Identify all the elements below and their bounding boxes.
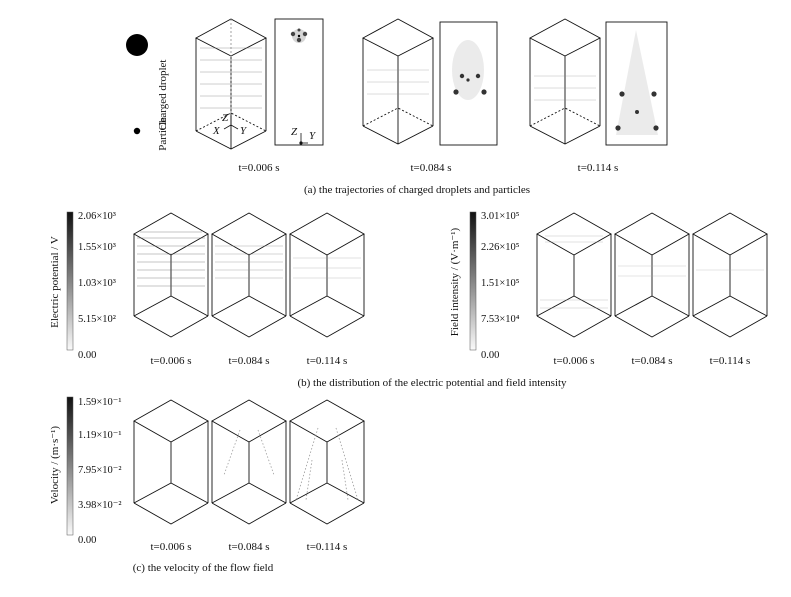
axis-triad-a1 <box>223 116 239 130</box>
potential-tick: 1.03×10³ <box>78 278 116 289</box>
caption-c: (c) the velocity of the flow field <box>133 562 274 574</box>
axis-x-label: X <box>212 125 221 137</box>
prism-a2 <box>362 18 434 145</box>
droplet-cloud-a2 <box>452 40 487 100</box>
velocity-prism-1 <box>133 399 209 525</box>
axis-z-label: Z <box>222 112 229 124</box>
droplet-cloud-a3 <box>615 30 659 135</box>
potential-prism-1 <box>133 212 209 338</box>
velocity-colorbar <box>66 396 74 536</box>
potential-colorbar <box>66 211 74 351</box>
velocity-colorbar-title: Velocity / (m·s⁻¹) <box>49 426 61 504</box>
potential-prism-2 <box>211 212 287 338</box>
trajectory-lines-a1 <box>200 47 262 109</box>
field-tick: 7.53×10⁴ <box>481 314 520 325</box>
time-label-a2: t=0.084 s <box>410 162 451 174</box>
trajectory-lines-a2 <box>367 69 429 95</box>
panel-c: Velocity / (m·s⁻¹) 1.59×10⁻¹ 1.19×10⁻¹ 7… <box>49 396 365 574</box>
droplet-legend-label: Charged droplet <box>157 60 169 131</box>
potential-tick: 2.06×10³ <box>78 211 116 222</box>
velocity-time-3: t=0.114 s <box>307 541 348 553</box>
velocity-tick: 3.98×10⁻² <box>78 500 122 511</box>
field-colorbar-title: Field intensity / (V·m⁻¹) <box>449 227 461 336</box>
prism-a1 <box>195 18 267 150</box>
velocity-prism-3 <box>289 399 365 525</box>
droplet-cloud-a1 <box>290 28 308 43</box>
field-prism-3 <box>692 212 768 338</box>
velocity-tick: 1.59×10⁻¹ <box>78 397 122 408</box>
field-time-1: t=0.006 s <box>553 355 594 367</box>
potential-tick: 5.15×10² <box>78 314 116 325</box>
caption-b: (b) the distribution of the electric pot… <box>297 377 567 389</box>
field-tick: 0.00 <box>481 350 499 361</box>
potential-time-3: t=0.114 s <box>307 355 348 367</box>
field-tick: 3.01×10⁵ <box>481 211 520 222</box>
field-shading-1 <box>540 235 608 309</box>
potential-shading-3 <box>293 257 361 279</box>
trajectory-lines-a3 <box>534 75 596 101</box>
axis-triad-side-a1 <box>300 133 308 144</box>
droplet-legend-marker <box>126 34 148 56</box>
velocity-prism-2 <box>211 399 287 525</box>
side-view-a3 <box>605 21 668 146</box>
caption-a: (a) the trajectories of charged droplets… <box>304 184 530 196</box>
velocity-tick: 0.00 <box>78 535 96 546</box>
potential-colorbar-title: Electric potential / V <box>49 236 61 328</box>
axis-y-label: Y <box>240 125 248 137</box>
particle-legend-label: Particle <box>157 117 169 151</box>
potential-shading-2 <box>215 245 283 279</box>
side-axis-y-label: Y <box>309 130 317 142</box>
panel-b: Electric potential / V 2.06×10³ 1.55×10³… <box>49 211 768 389</box>
potential-prism-3 <box>289 212 365 338</box>
field-colorbar <box>469 211 477 351</box>
potential-tick: 1.55×10³ <box>78 242 116 253</box>
field-time-2: t=0.084 s <box>631 355 672 367</box>
velocity-streaks-2 <box>223 429 275 476</box>
velocity-time-1: t=0.006 s <box>150 541 191 553</box>
field-time-3: t=0.114 s <box>710 355 751 367</box>
field-shading-2 <box>618 265 686 277</box>
potential-tick: 0.00 <box>78 350 96 361</box>
field-prism-2 <box>614 212 690 338</box>
velocity-tick: 1.19×10⁻¹ <box>78 430 122 441</box>
axis-origin-dot <box>299 141 303 145</box>
velocity-tick: 7.95×10⁻² <box>78 465 122 476</box>
time-label-a3: t=0.114 s <box>578 162 619 174</box>
particle-legend-marker <box>133 127 141 135</box>
field-tick: 1.51×10⁵ <box>481 278 520 289</box>
field-prism-1 <box>536 212 612 338</box>
potential-shading-1 <box>137 231 205 287</box>
side-view-a1 <box>274 18 324 146</box>
potential-time-2: t=0.084 s <box>228 355 269 367</box>
velocity-time-2: t=0.084 s <box>228 541 269 553</box>
field-tick: 2.26×10⁵ <box>481 242 520 253</box>
side-view-a2 <box>439 21 498 146</box>
side-axis-z-label: Z <box>291 126 298 138</box>
panel-a: Charged droplet Particle Z X Y <box>126 18 668 196</box>
potential-time-1: t=0.006 s <box>150 355 191 367</box>
prism-a3 <box>529 18 601 145</box>
time-label-a1: t=0.006 s <box>238 162 279 174</box>
